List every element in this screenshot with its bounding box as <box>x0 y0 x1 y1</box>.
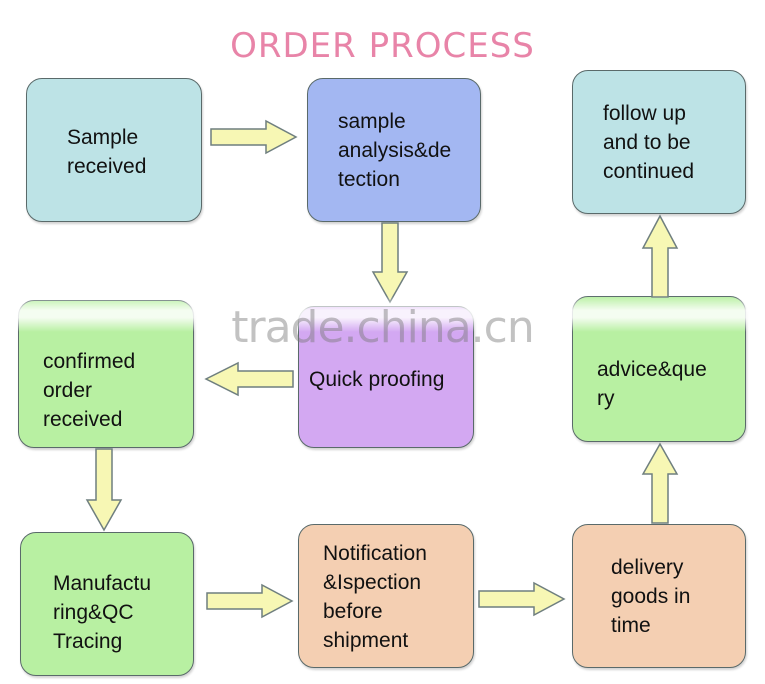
arrow-right-icon <box>206 583 294 619</box>
step-notification-inspection: Notification &Ispection before shipment <box>298 524 474 668</box>
step-follow-up: follow up and to be continued <box>572 70 746 214</box>
arrow-right-icon <box>210 119 298 155</box>
step-label: Sample received <box>67 126 147 178</box>
step-manufacturing-qc: Manufactu ring&QC Tracing <box>20 532 194 676</box>
step-label: Manufactu ring&QC Tracing <box>53 572 152 653</box>
step-advice-query: advice&que ry <box>572 296 746 442</box>
arrow-left-icon <box>204 361 294 397</box>
step-label: sample analysis&de tection <box>338 110 452 191</box>
step-confirmed-order: confirmed order received <box>18 300 194 448</box>
diagram-title: ORDER PROCESS <box>230 26 535 66</box>
step-label: delivery goods in time <box>611 556 691 637</box>
arrow-up-icon <box>641 442 679 524</box>
step-sample-analysis: sample analysis&de tection <box>307 78 481 222</box>
step-label: advice&que ry <box>597 358 707 410</box>
step-label: confirmed order received <box>43 350 136 431</box>
step-label: follow up and to be continued <box>603 102 695 183</box>
step-label: Quick proofing <box>309 368 445 391</box>
step-label: Notification &Ispection before shipment <box>323 542 427 652</box>
step-sample-received: Sample received <box>26 78 202 222</box>
arrow-down-icon <box>85 448 123 532</box>
arrow-right-icon <box>478 581 566 617</box>
arrow-down-icon <box>371 222 409 304</box>
step-quick-proofing: Quick proofing <box>298 306 474 448</box>
step-delivery: delivery goods in time <box>572 524 746 668</box>
arrow-up-icon <box>641 214 679 298</box>
